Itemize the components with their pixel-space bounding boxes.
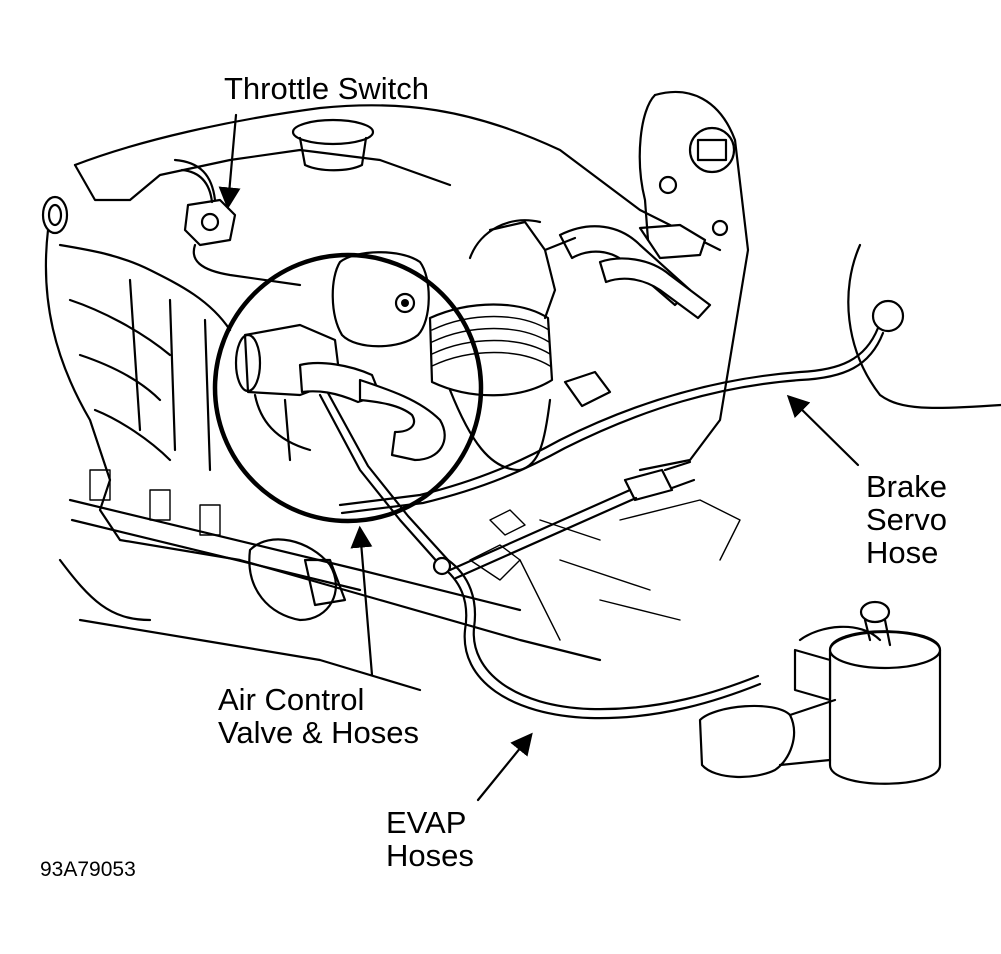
brake-servo-hose-label-line-3: Hose — [866, 535, 939, 570]
intake-port — [41, 195, 69, 235]
highlight-circle — [212, 252, 484, 524]
evap-hoses-label-line-2: Hoses — [386, 838, 474, 873]
throttle-body — [331, 251, 430, 348]
leader-arrows — [218, 113, 860, 802]
brake-servo-hose-part — [338, 299, 905, 515]
oil-filler-cap — [291, 118, 375, 172]
figure-id: 93A79053 — [40, 858, 136, 881]
throttle-switch-arrow — [218, 113, 241, 210]
air-control-valve-label-line-1: Air Control — [218, 682, 365, 717]
brake-booster — [847, 243, 1001, 410]
intake-bellows — [428, 219, 557, 472]
brake-servo-hose-label-line-1: Brake — [866, 469, 947, 504]
upper-hoses — [543, 223, 712, 320]
evap-canister — [698, 600, 942, 785]
air-control-valve-label-line-2: Valve & Hoses — [218, 715, 420, 750]
engine-block — [44, 104, 741, 692]
brake-servo-hose-label-line-2: Servo — [866, 502, 947, 537]
connector — [563, 370, 696, 502]
evap-hoses-part — [432, 488, 882, 720]
air-control-valve-part — [234, 323, 450, 567]
evap-hoses-arrow — [476, 732, 533, 802]
throttle-switch-label: Throttle Switch — [224, 71, 430, 106]
throttle-switch-part — [173, 158, 302, 287]
brake-servo-hose-arrow — [786, 394, 860, 467]
air-control-valve-arrow — [350, 525, 374, 677]
strut-tower — [638, 90, 750, 472]
evap-hoses-label-line-1: EVAP — [386, 805, 467, 840]
